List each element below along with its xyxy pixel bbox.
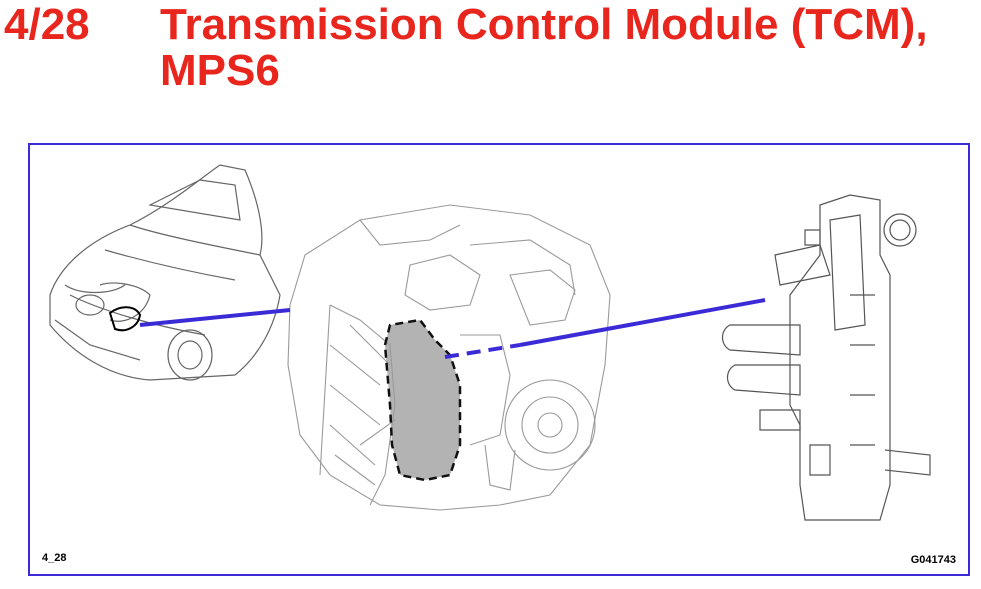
page-number: 4/28 — [4, 0, 90, 49]
figure-illustration — [49, 164, 931, 521]
leader-lines — [139, 298, 766, 359]
title-line-2: MPS6 — [160, 46, 280, 95]
figure-id-right: G041743 — [910, 554, 956, 566]
tcm-module-illustration — [721, 194, 931, 521]
car-illustration — [49, 164, 281, 381]
figure-id-left: 4_28 — [42, 552, 67, 564]
page-title: Transmission Control Module (TCM), MPS6 — [160, 2, 970, 94]
tcm-shaded-region — [383, 318, 462, 482]
title-line-1: Transmission Control Module (TCM), — [160, 0, 928, 49]
car-tcm-highlight — [108, 306, 142, 332]
figure-frame: 4_28 G041743 — [28, 143, 970, 576]
leader-car-to-transmission — [139, 308, 291, 327]
transmission-illustration — [287, 204, 611, 511]
leader-transmission-to-module-solid — [519, 298, 766, 347]
leader-transmission-to-module — [444, 343, 521, 359]
